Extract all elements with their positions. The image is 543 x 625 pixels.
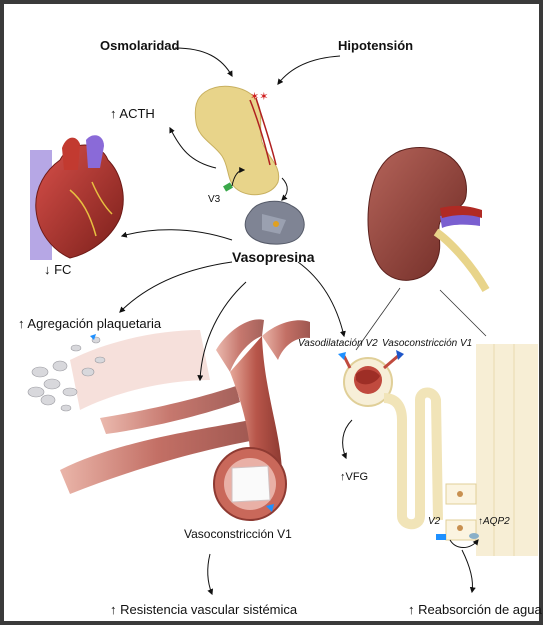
label-agregacion-plaquetaria: ↑ Agregación plaquetaria [18, 316, 162, 331]
label-vasopresina: Vasopresina [232, 249, 315, 265]
label-hipotension: Hipotensión [338, 38, 413, 53]
label-v2-tubulo: V2 [428, 516, 441, 527]
label-fc: ↓ FC [44, 262, 71, 277]
label-vasodilatacion-v2: Vasodilatación V2 [298, 338, 378, 349]
label-vasoconstriccion-v1-vascular: Vasoconstricción V1 [184, 527, 292, 541]
label-v3: V3 [208, 194, 221, 205]
label-vfg: ↑VFG [340, 471, 368, 483]
label-reabsorcion-agua: ↑ Reabsorción de agua [408, 602, 542, 617]
label-resistencia-vascular: ↑ Resistencia vascular sistémica [110, 602, 298, 617]
label-osmolaridad: Osmolaridad [100, 38, 180, 53]
vasopressin-molecule-illustration [245, 201, 304, 244]
label-acth: ↑ ACTH [110, 106, 155, 121]
label-vasoconstriccion-v1-renal: Vasoconstricción V1 [382, 338, 472, 349]
svg-text:✶✶: ✶✶ [250, 90, 268, 103]
label-aqp2: ↑AQP2 [478, 516, 510, 527]
